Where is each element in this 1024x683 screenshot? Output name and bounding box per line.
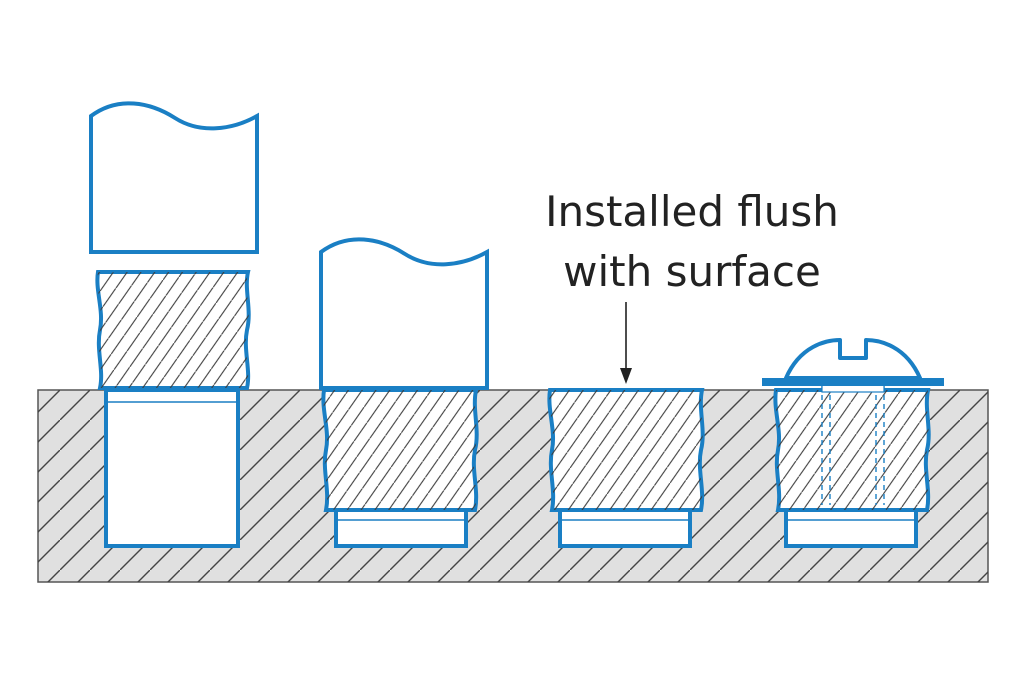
insert-pilot (334, 508, 468, 548)
screw-shank (821, 383, 885, 505)
threaded-insert-icon (547, 388, 705, 512)
threaded-insert-icon (321, 388, 479, 512)
empty-hole (104, 388, 240, 548)
callout-arrow (620, 302, 632, 384)
insert-pilot (558, 508, 692, 548)
stage-1 (89, 101, 259, 548)
callout-line-2: with surface (563, 247, 821, 296)
stage-4 (762, 338, 944, 548)
insert-pilot (784, 508, 918, 548)
press-ram-icon (319, 237, 489, 390)
slotted-pan-head-screw-icon (784, 338, 922, 380)
stage-3 (547, 302, 705, 548)
callout-line-1: Installed flush (545, 187, 839, 236)
threaded-insert-icon (95, 270, 251, 390)
threaded-insert-icon (773, 388, 931, 512)
washer-plate (762, 378, 944, 386)
stage-2 (319, 237, 489, 548)
press-ram-icon (89, 101, 259, 254)
